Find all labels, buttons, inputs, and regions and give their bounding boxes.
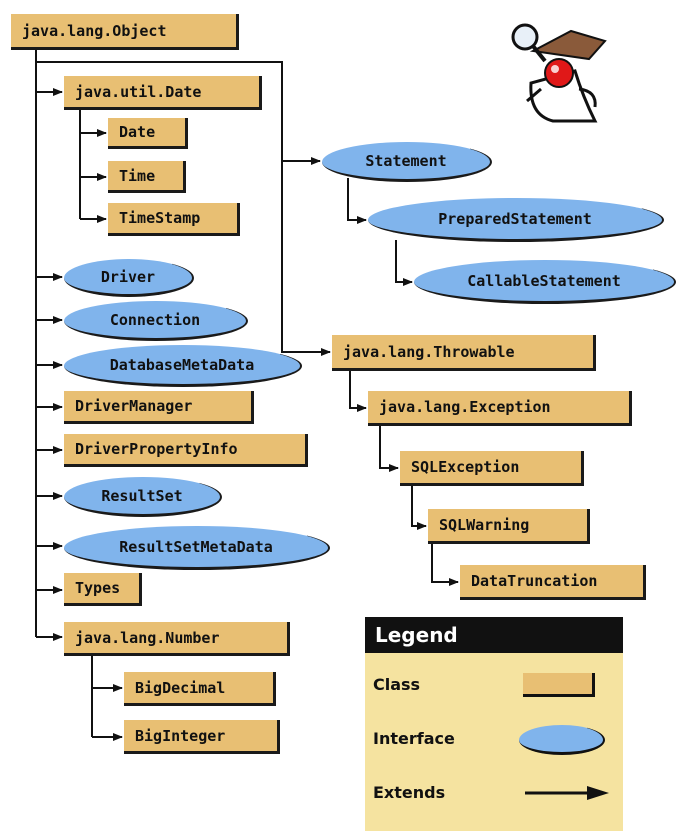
class-java-lang-exception: java.lang.Exception: [368, 391, 632, 426]
class-sql-exception: SQLException: [400, 451, 584, 486]
duke-detective-icon: [511, 23, 607, 123]
class-java-lang-object: java.lang.Object: [11, 14, 239, 50]
class-timestamp: TimeStamp: [108, 203, 240, 236]
class-java-util-date: java.util.Date: [64, 76, 262, 110]
interface-connection: Connection: [64, 301, 248, 341]
class-big-decimal: BigDecimal: [124, 672, 276, 706]
interface-database-meta-data: DatabaseMetaData: [64, 345, 302, 387]
class-big-integer: BigInteger: [124, 720, 280, 754]
class-driver-manager: DriverManager: [64, 391, 254, 424]
legend-class-label: Class: [373, 675, 421, 694]
interface-driver: Driver: [64, 259, 194, 297]
interface-result-set-meta-data: ResultSetMetaData: [64, 526, 330, 570]
interface-callable-statement: CallableStatement: [414, 260, 676, 304]
legend-class-swatch: [523, 673, 595, 697]
class-java-lang-number: java.lang.Number: [64, 622, 290, 656]
interface-prepared-statement: PreparedStatement: [368, 198, 664, 242]
legend-interface-label: Interface: [373, 729, 455, 748]
class-time: Time: [108, 161, 186, 193]
class-sql-warning: SQLWarning: [428, 509, 590, 544]
class-date: Date: [108, 118, 188, 149]
legend-extends-label: Extends: [373, 783, 446, 802]
interface-result-set: ResultSet: [64, 477, 222, 517]
class-java-lang-throwable: java.lang.Throwable: [332, 335, 596, 371]
class-driver-property-info: DriverPropertyInfo: [64, 434, 308, 467]
class-data-truncation: DataTruncation: [460, 565, 646, 600]
interface-statement: Statement: [322, 142, 492, 182]
legend-interface-swatch: [519, 725, 605, 755]
legend-extends-arrow: [525, 786, 609, 800]
class-types: Types: [64, 573, 142, 606]
legend: Legend Class Interface Extends: [365, 617, 623, 831]
legend-title: Legend: [365, 617, 623, 653]
